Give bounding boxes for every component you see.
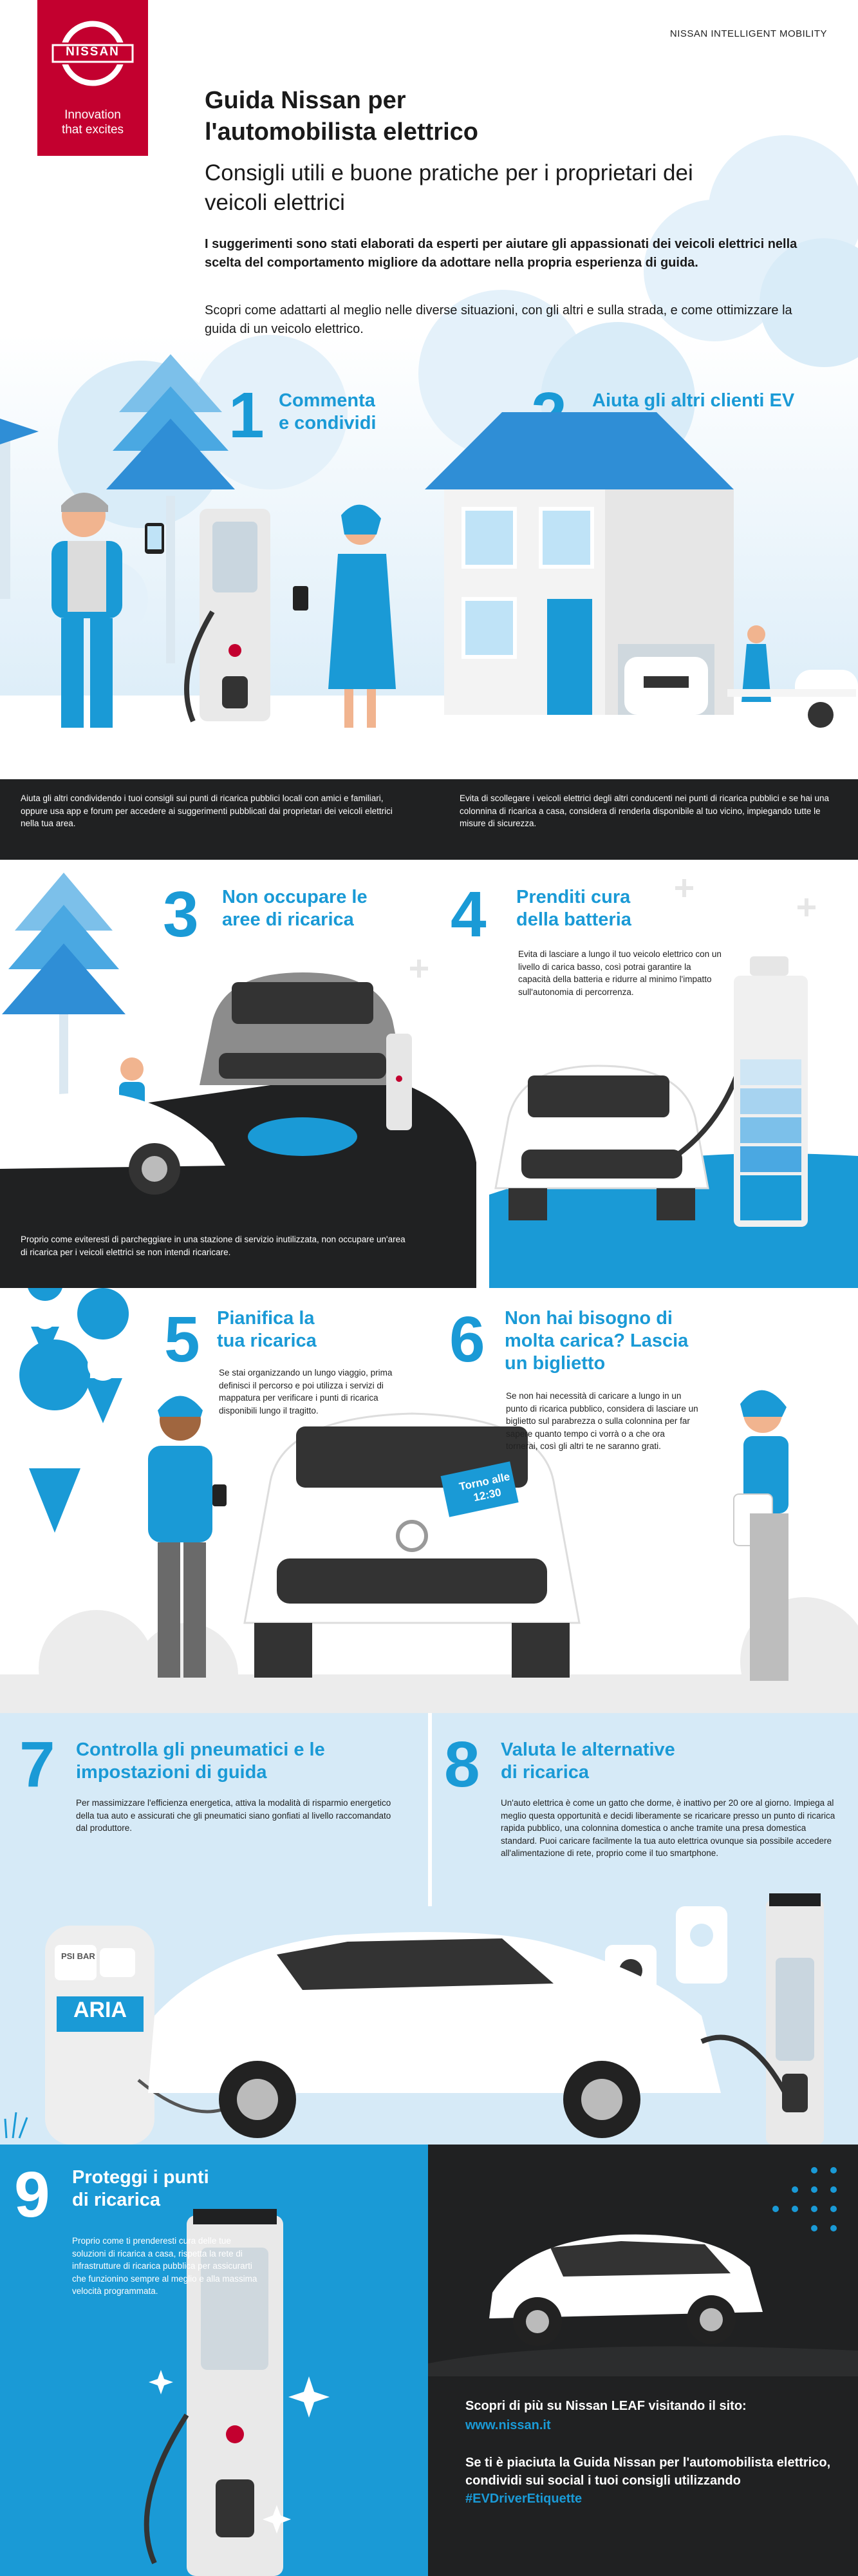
section-5-text: Se stai organizzando un lungo viaggio, p…	[219, 1368, 393, 1416]
section-8-text: Un'auto elettrica è come un gatto che do…	[501, 1798, 835, 1859]
logo-tagline: Innovation that excites	[61, 108, 124, 137]
section-2-title: Aiuta gli altri clienti EV	[592, 390, 795, 411]
brand-wordmark: NISSAN INTELLIGENT MOBILITY	[669, 28, 827, 39]
section-7-8-background	[0, 1713, 858, 2145]
section-6-text: Se non hai necessità di caricare a lungo…	[506, 1391, 698, 1452]
footer-share-text: Se ti è piaciuta la Guida Nissan per l'a…	[465, 2456, 831, 2506]
nissan-emblem-icon	[49, 21, 136, 86]
footer-visit-text: Scopri di più su Nissan LEAF visitando i…	[465, 2399, 747, 2413]
footer-hashtag[interactable]: #EVDriverEtiquette	[465, 2492, 583, 2506]
section-6-title: Non hai bisogno di molta carica? Lascia …	[505, 1308, 689, 1374]
section-3-title: Non occupare le aree di ricarica	[222, 887, 368, 930]
section-1-2-illustration	[0, 341, 858, 779]
section-9-text: Proprio come ti prenderesti cura delle t…	[72, 2236, 257, 2297]
section-4-title: Prenditi cura della batteria	[516, 887, 631, 930]
section-7-text: Per massimizzare l'efficienza energetica…	[76, 1798, 391, 1833]
footer-panel: Scopri di più su Nissan LEAF visitando i…	[428, 2145, 858, 2576]
section-3-number: 3	[163, 878, 199, 951]
section-9-title: Proteggi i punti di ricarica	[72, 2167, 209, 2210]
section-9-panel: 9 Proteggi i punti di ricarica Proprio c…	[0, 2145, 428, 2576]
section-9-number: 9	[14, 2159, 50, 2231]
section-8-number: 8	[444, 1728, 480, 1801]
footer-website-link[interactable]: www.nissan.it	[465, 2418, 551, 2432]
pump-brand-label: ARIA	[73, 1998, 127, 2022]
logo-wordmark: NISSAN	[66, 45, 120, 59]
section-8-title: Valuta le alternative di ricarica	[501, 1739, 675, 1783]
section-3-4-illustration	[0, 860, 858, 1288]
section-5-number: 5	[164, 1303, 200, 1376]
section-3-text: Proprio come eviteresti di parcheggiare …	[21, 1235, 406, 1257]
section-1-text: Aiuta gli altri condividendo i tuoi cons…	[21, 793, 393, 829]
section-7-number: 7	[19, 1728, 55, 1801]
nissan-logo[interactable]: NISSAN Innovation that excites	[37, 0, 148, 156]
pump-gauge-label: PSI BAR	[61, 1951, 95, 1961]
section-1-number: 1	[228, 379, 265, 451]
section-4-number: 4	[451, 878, 487, 951]
page-title: Guida Nissan per l'automobilista elettri…	[205, 87, 478, 146]
section-4-text: Evita di lasciare a lungo il tuo veicolo…	[518, 949, 722, 997]
section-1-2-caption-band: Aiuta gli altri condividendo i tuoi cons…	[0, 779, 858, 860]
section-1-title: Commenta e condividi	[279, 390, 377, 433]
intro-text: Scopri come adattarti al meglio nelle di…	[205, 303, 792, 336]
page-subtitle: Consigli utili e buone pratiche per i pr…	[205, 160, 693, 215]
section-5-6-illustration	[0, 1288, 858, 1713]
section-2-text: Evita di scollegare i veicoli elettrici …	[460, 793, 830, 829]
section-5-title: Pianifica la tua ricarica	[217, 1308, 317, 1351]
section-7-title: Controlla gli pneumatici e le impostazio…	[76, 1739, 325, 1783]
section-6-number: 6	[449, 1303, 485, 1376]
intro-bold-text: I suggerimenti sono stati elaborati da e…	[205, 237, 797, 270]
